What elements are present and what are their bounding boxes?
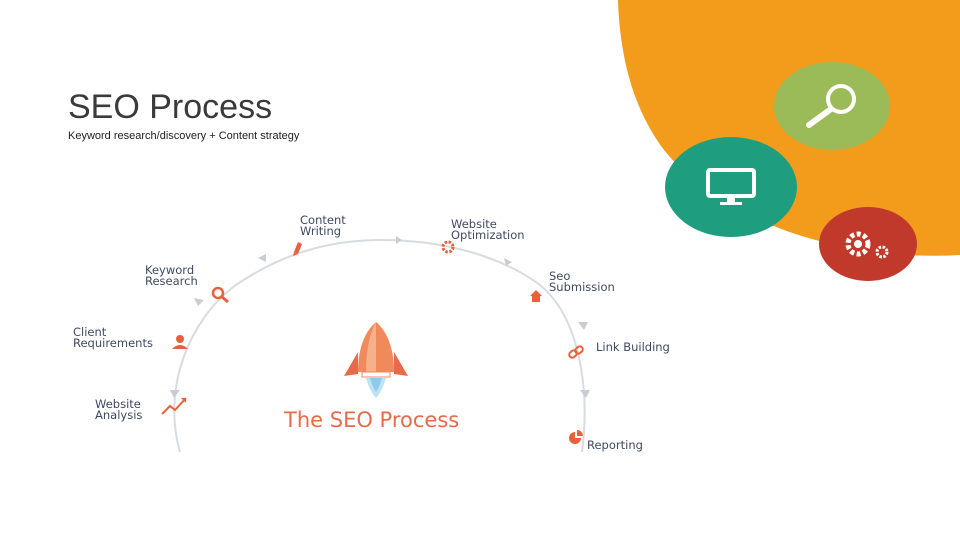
chain-link-icon — [568, 345, 584, 359]
search-circle — [774, 62, 890, 150]
gears-circle — [819, 207, 917, 281]
gear-icon — [441, 240, 455, 254]
arc-arrow — [396, 236, 402, 244]
rocket-icon — [344, 322, 408, 398]
arc-arrow — [194, 298, 204, 306]
person-icon — [172, 335, 188, 349]
step-label-website-optimization: Website Optimization — [451, 217, 525, 242]
arc-arrow — [580, 390, 590, 398]
step-label-seo-submission: Seo Submission — [549, 269, 615, 294]
step-label-website-analysis: Website Analysis — [95, 397, 143, 422]
pie-chart-icon — [569, 430, 583, 444]
step-label-reporting: Reporting — [587, 438, 643, 452]
diagram-center-title: The SEO Process — [284, 408, 460, 432]
arc-arrow — [258, 254, 266, 262]
step-label-client-requirements: Client Requirements — [73, 325, 153, 350]
step-label-link-building: Link Building — [596, 340, 670, 354]
process-arc — [173, 238, 586, 453]
gears-icon — [845, 231, 889, 259]
step-label-keyword-research: Keyword Research — [145, 263, 198, 288]
arc-arrow — [578, 322, 588, 330]
step-label-content-writing: Content Writing — [300, 213, 346, 238]
arc-arrow — [504, 258, 512, 266]
monitor-icon — [706, 168, 756, 205]
search-icon — [806, 84, 856, 128]
chart-trend-icon — [161, 397, 187, 415]
home-icon — [530, 290, 542, 302]
arc-arrow — [170, 390, 180, 398]
magnifier-icon — [211, 286, 229, 304]
slide-title: SEO Process — [68, 88, 273, 126]
pencil-icon — [293, 242, 302, 256]
monitor-circle — [665, 137, 797, 237]
slide-subtitle: Keyword research/discovery + Content str… — [68, 130, 300, 142]
